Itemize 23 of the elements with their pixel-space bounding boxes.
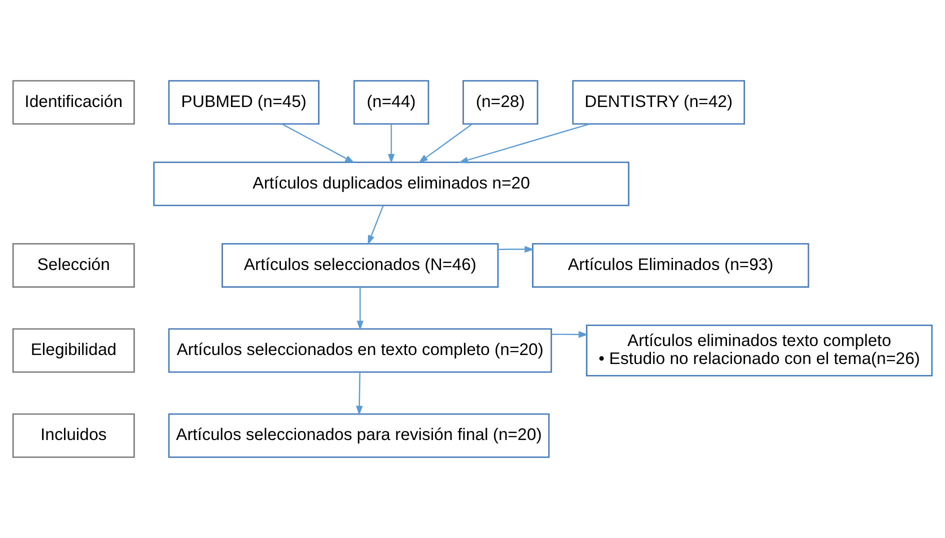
node-box: Artículos Eliminados (n=93) <box>532 243 810 288</box>
arrow <box>498 246 534 253</box>
node-box: Identificación <box>12 80 135 125</box>
arrow <box>356 287 364 330</box>
node-box: Artículos seleccionados en texto completo (n=20) <box>168 328 552 373</box>
node-box: Artículos seleccionados para revisión final (n=20) <box>168 413 550 458</box>
node-box: PUBMED (n=45) <box>168 80 320 125</box>
node-box: Incluidos <box>12 413 135 458</box>
node-box: (n=44) <box>353 80 430 125</box>
arrow <box>368 206 384 245</box>
node-box: (n=28) <box>462 80 538 125</box>
node-box: Artículos eliminados texto completo • Estudio no relacionado con el tema(n=26) <box>586 324 933 376</box>
node-box: Artículos duplicados eliminados n=20 <box>153 162 630 206</box>
node-box: Selección <box>12 243 135 288</box>
arrow <box>458 123 590 164</box>
arrow <box>356 372 363 416</box>
arrow <box>418 124 472 164</box>
node-box: Elegibilidad <box>12 328 135 373</box>
arrow <box>552 331 588 338</box>
arrow <box>388 124 395 164</box>
arrow <box>282 124 355 164</box>
node-box: DENTISTRY (n=42) <box>572 80 746 125</box>
node-box: Artículos seleccionados (N=46) <box>222 243 499 288</box>
